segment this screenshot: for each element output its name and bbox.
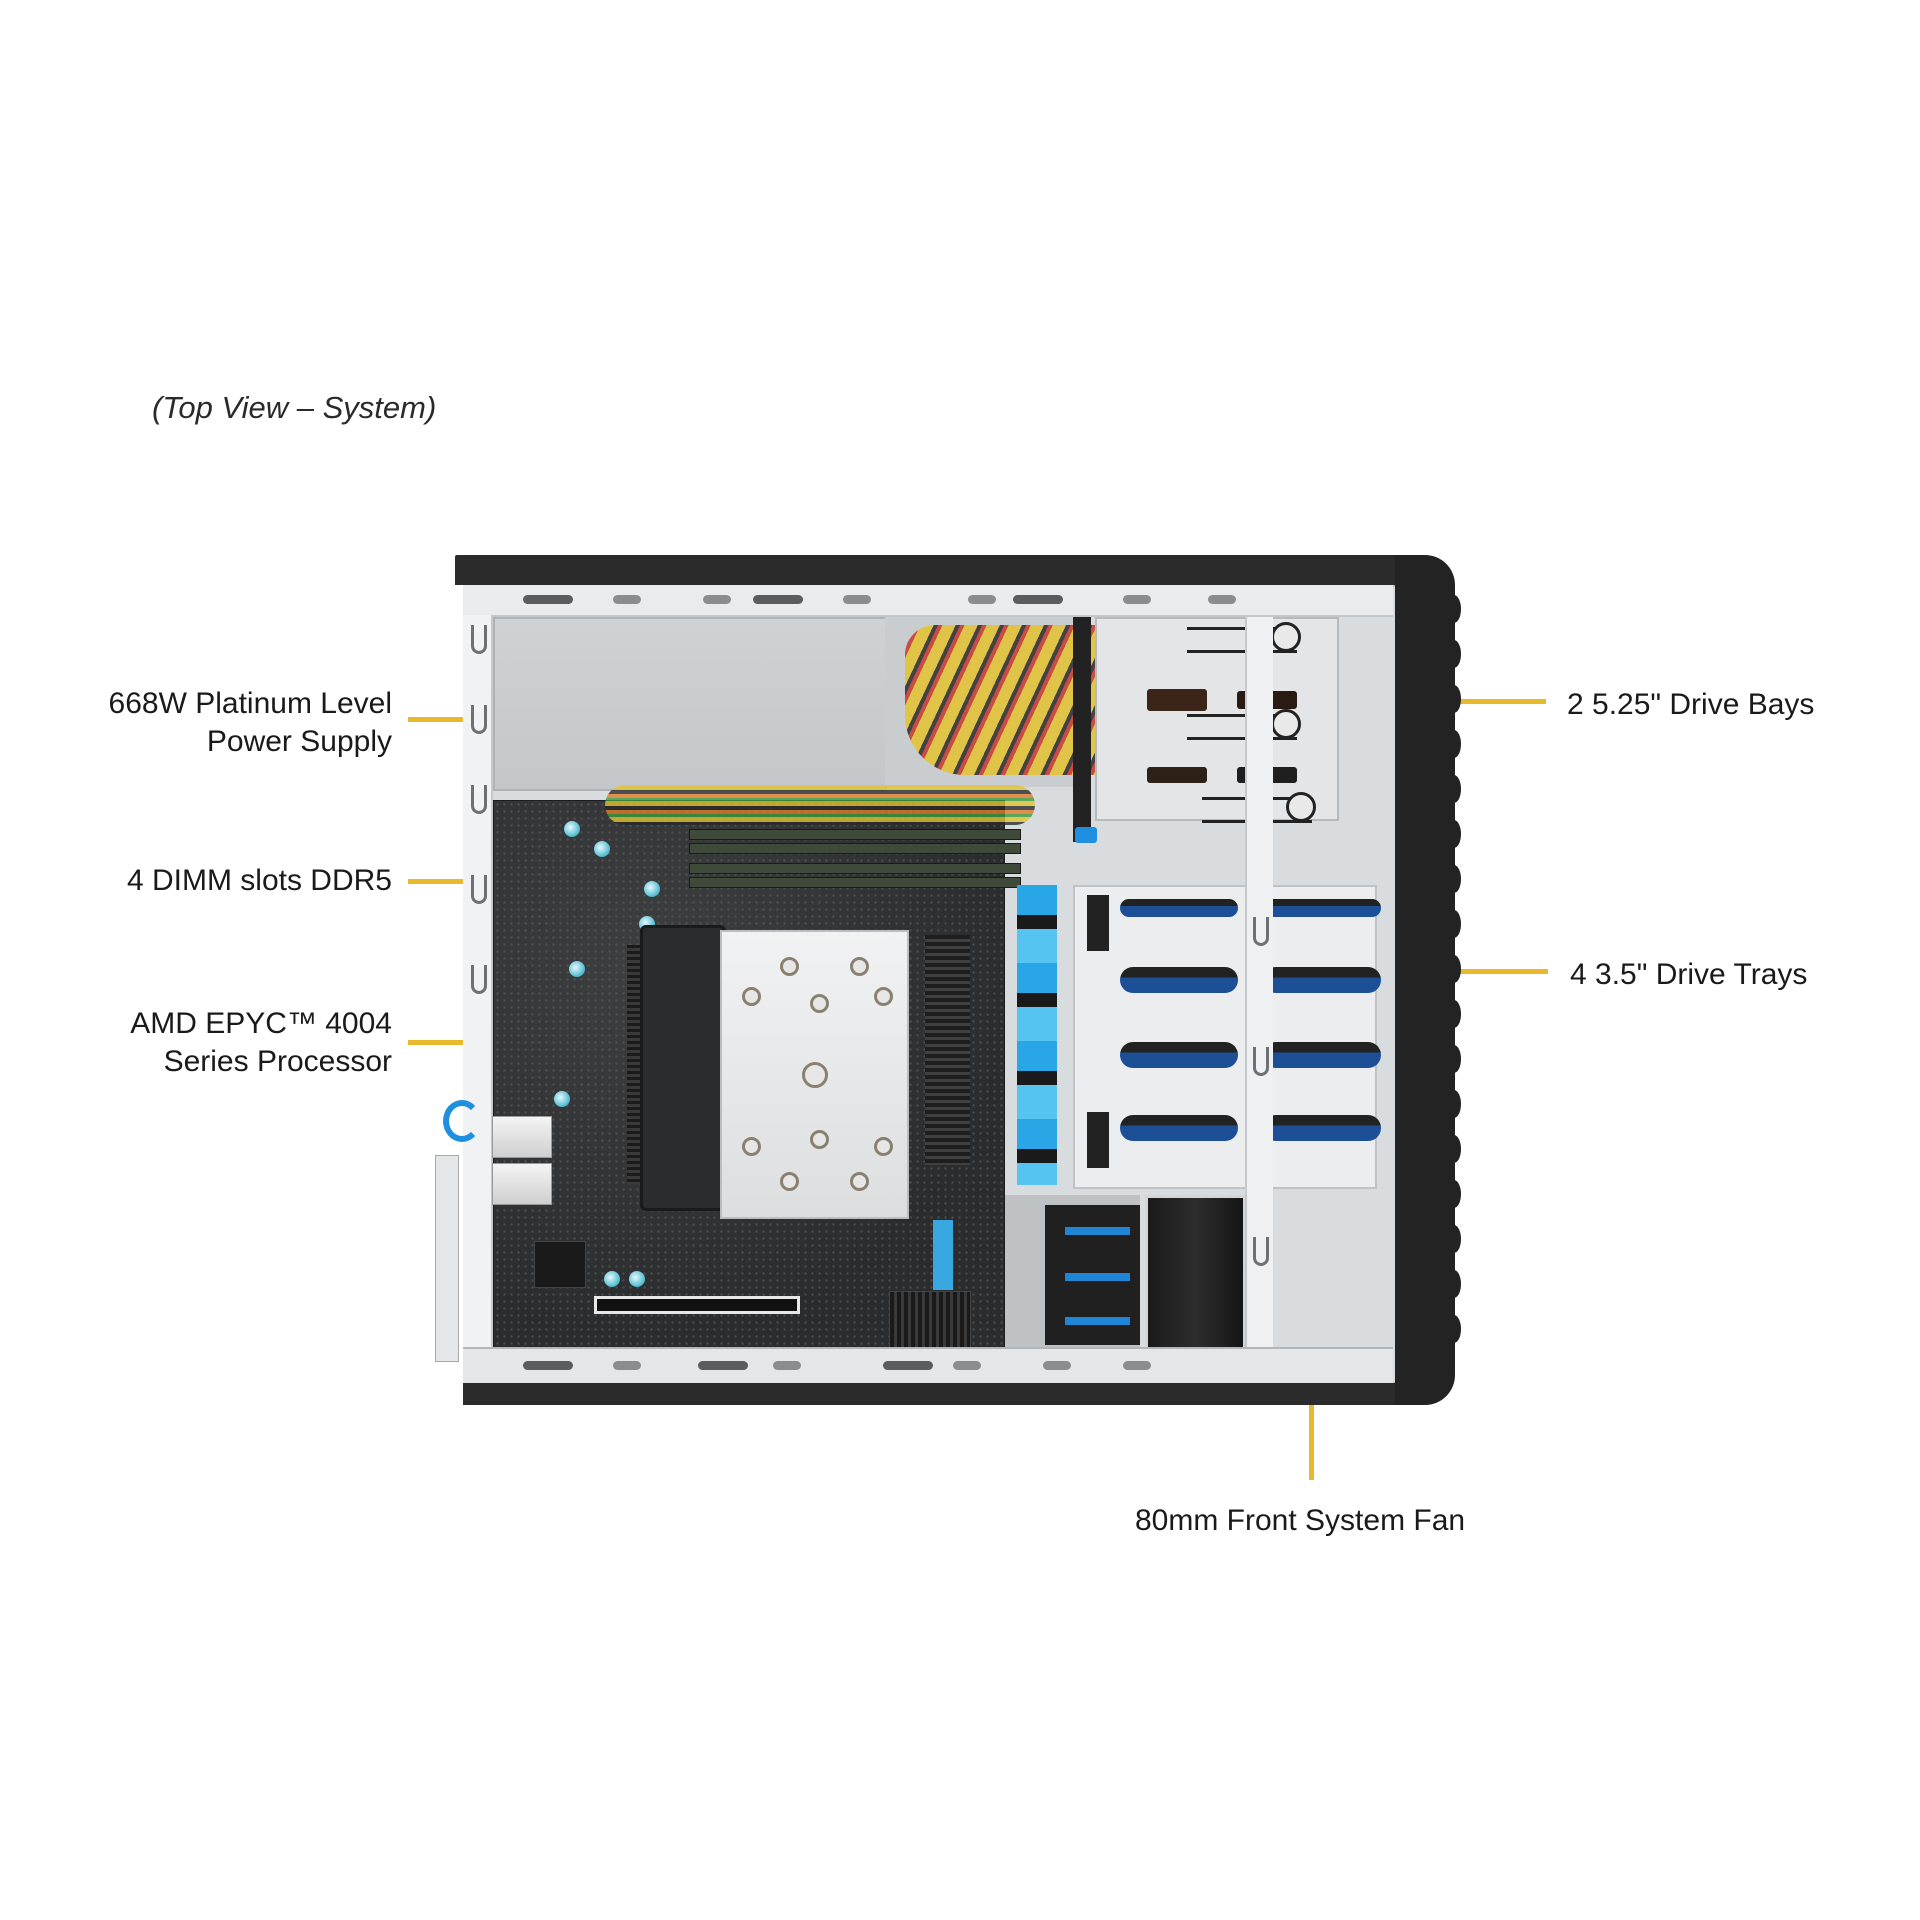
callout-cpu: AMD EPYC™ 4004 Series Processor: [130, 1005, 392, 1081]
pcie-slot: [594, 1296, 800, 1314]
dimm-slot: [689, 863, 1021, 874]
psu-cables: [905, 625, 1105, 775]
sata-header: [933, 1220, 953, 1290]
bottom-rail: [463, 1347, 1393, 1383]
rear-io-port: [492, 1116, 552, 1158]
callout-bays525: 2 5.25" Drive Bays: [1567, 686, 1814, 724]
bay-divider: [1073, 617, 1091, 842]
drive-bays-525: [1095, 617, 1339, 823]
rear-io-port: [492, 1163, 552, 1205]
leader-trays35: [1395, 969, 1548, 974]
chassis-bottom-edge: [463, 1383, 1413, 1405]
callout-dimm: 4 DIMM slots DDR5: [127, 862, 392, 900]
rear-side-rail: [463, 615, 493, 1355]
callout-cpu-line1: AMD EPYC™ 4004: [130, 1007, 392, 1040]
callout-fan: 80mm Front System Fan: [1135, 1502, 1465, 1540]
callout-trays35: 4 3.5" Drive Trays: [1570, 956, 1807, 994]
io-bracket: [435, 1155, 459, 1362]
vrm-heatsink: [925, 935, 970, 1165]
callout-psu: 668W Platinum Level Power Supply: [109, 685, 392, 761]
bay-release-tab: [1075, 827, 1097, 843]
dimm-slot: [689, 829, 1021, 840]
cable-bundle: [605, 785, 1035, 825]
front-system-fan: [1145, 1195, 1246, 1361]
front-bezel: [1395, 555, 1461, 1405]
view-caption: (Top View – System): [152, 390, 437, 425]
callout-dimm-line1: 4 DIMM slots DDR5: [126, 864, 392, 897]
front-side-rail: [1245, 617, 1273, 1357]
chassis-top-edge: [455, 555, 1415, 585]
blue-latch: [443, 1100, 481, 1142]
cooler-fins: [627, 945, 641, 1185]
leader-fan: [1309, 1345, 1314, 1480]
cpu-heatsink: [720, 930, 909, 1219]
drive-trays-35: [1073, 885, 1381, 1189]
callout-cpu-line2: Series Processor: [163, 1045, 392, 1078]
callout-trays35-line1: 4 3.5" Drive Trays: [1570, 958, 1808, 991]
callout-psu-line1: 668W Platinum Level: [108, 687, 392, 720]
top-rail: [463, 585, 1393, 617]
callout-fan-line1: 80mm Front System Fan: [1135, 1504, 1466, 1537]
callout-bays525-line1: 2 5.25" Drive Bays: [1567, 688, 1815, 721]
leader-bays525: [1410, 699, 1546, 704]
power-supply-unit: [493, 617, 887, 791]
cpu-cooler-fan: [640, 925, 726, 1211]
sata-connectors: [1017, 885, 1057, 1185]
callout-psu-line2: Power Supply: [206, 725, 392, 758]
server-chassis-illustration: [435, 555, 1461, 1405]
dimm-slot: [689, 843, 1021, 854]
dimm-slot: [689, 877, 1021, 888]
